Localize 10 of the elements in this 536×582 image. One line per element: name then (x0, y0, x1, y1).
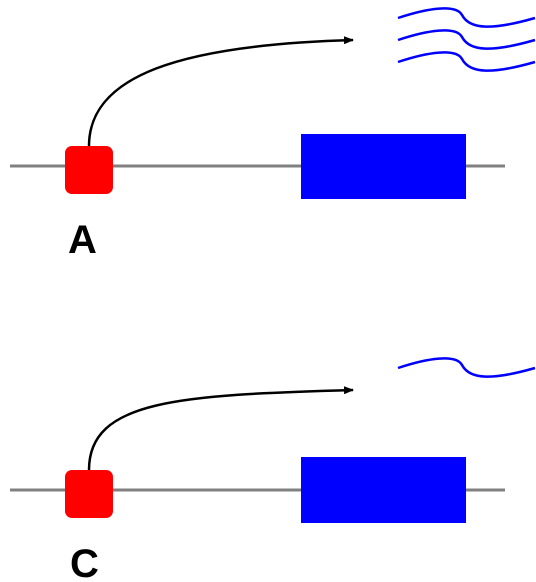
mrna-wave-drawing (398, 7, 536, 72)
mrna-wave-drawing (398, 357, 536, 378)
panel-letter: A (68, 220, 97, 260)
gene-bar (301, 134, 466, 199)
gene-bar (301, 457, 466, 523)
arrow (88, 386, 354, 470)
promoter-box (65, 146, 113, 194)
promoter-box (65, 470, 113, 518)
arrow (88, 36, 354, 146)
panel-letter: C (70, 544, 99, 582)
